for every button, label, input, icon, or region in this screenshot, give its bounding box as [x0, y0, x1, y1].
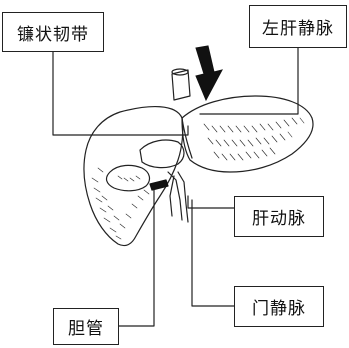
leader-falciform — [53, 52, 188, 135]
label-portal-vein: 门静脉 — [234, 286, 324, 327]
hatching-gallbladder — [118, 176, 140, 181]
hatching-left-lobe — [204, 118, 304, 160]
gallbladder — [107, 165, 150, 190]
liver-right-lobe — [84, 107, 183, 246]
label-left-hepatic-vein: 左肝静脉 — [249, 5, 347, 48]
leader-bd — [119, 190, 154, 326]
leader-pv — [192, 200, 234, 306]
label-falciform-ligament: 镰状韧带 — [2, 12, 104, 52]
label-hepatic-artery: 肝动脉 — [234, 196, 324, 237]
label-bile-duct: 胆管 — [53, 308, 119, 345]
portal-vessels — [168, 172, 188, 222]
liver-left-lobe — [182, 96, 313, 172]
down-arrow-icon — [196, 46, 222, 100]
leader-ha — [188, 196, 234, 208]
